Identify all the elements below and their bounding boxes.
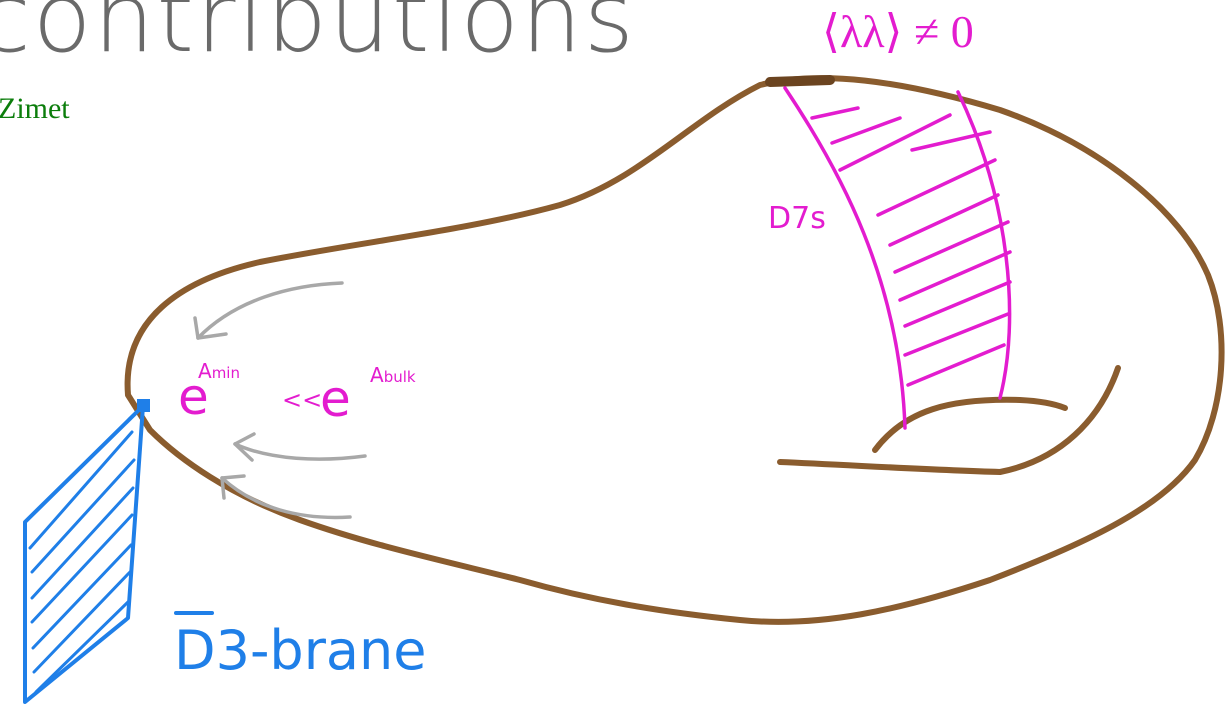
d7-hatch xyxy=(812,108,858,118)
brane-label: D3-brane xyxy=(174,619,426,682)
d7-hatch xyxy=(895,222,1008,272)
warp-factor-expression: e Amin << e Abulk xyxy=(178,359,416,428)
d7-band xyxy=(785,88,1010,428)
d7-label: D7s xyxy=(768,201,826,236)
brane-hatch xyxy=(32,488,133,598)
warp-relation: << xyxy=(282,386,322,414)
arrow-upper xyxy=(198,283,342,338)
brane-hatch xyxy=(36,602,128,692)
anti-d3-brane xyxy=(25,399,150,702)
bulk-outline xyxy=(128,78,1222,622)
d7-hatch xyxy=(840,115,950,170)
brane-hatch xyxy=(32,460,134,572)
d7-hatch xyxy=(900,252,1010,300)
warp-exp-left: Amin xyxy=(198,359,240,383)
brane-hatch xyxy=(33,545,131,648)
bulk-inner-fold xyxy=(780,368,1118,472)
arrow-middle xyxy=(235,444,365,459)
d7-hatch xyxy=(878,160,995,215)
d7-hatch xyxy=(908,345,1004,385)
warp-exp-right: Abulk xyxy=(370,363,416,387)
bulk-outline-top-mark xyxy=(770,80,830,82)
brane-outline xyxy=(25,406,143,702)
brane-corner-marker xyxy=(137,399,150,412)
warp-base-right: e xyxy=(320,370,351,428)
d7-hatch xyxy=(832,118,900,143)
brane-hatch xyxy=(32,515,132,622)
